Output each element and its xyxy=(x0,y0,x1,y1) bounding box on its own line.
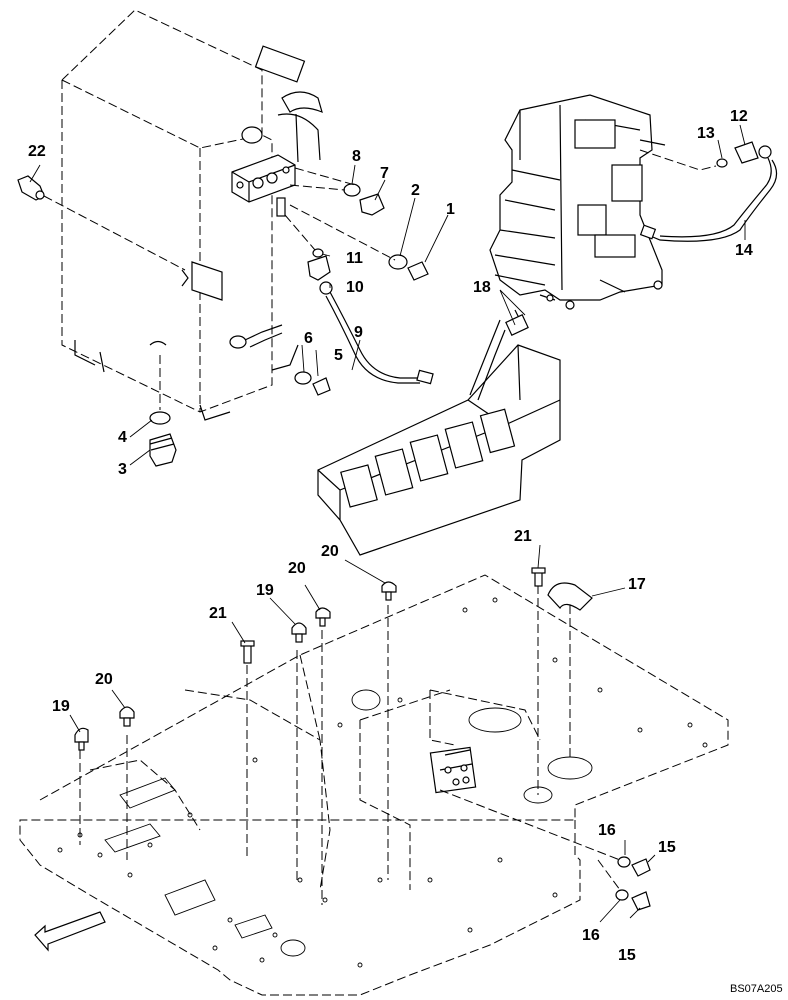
label-part-10: 10 xyxy=(346,279,364,296)
fasteners xyxy=(74,567,651,911)
label-part-15-upper: 15 xyxy=(658,839,676,856)
label-part-22: 22 xyxy=(28,143,46,160)
label-part-19-left: 19 xyxy=(52,698,70,715)
label-part-14: 14 xyxy=(735,242,753,259)
fitting-22 xyxy=(17,175,45,201)
label-part-3: 3 xyxy=(118,461,127,478)
hose-assembly-14 xyxy=(639,141,778,242)
manifold-block xyxy=(231,154,296,203)
label-part-20-left: 20 xyxy=(95,671,113,688)
label-part-16-upper: 16 xyxy=(598,822,616,839)
label-part-15-lower: 15 xyxy=(618,947,636,964)
label-part-2: 2 xyxy=(411,182,420,199)
hydraulic-tank xyxy=(61,9,323,421)
label-part-5: 5 xyxy=(334,347,343,364)
label-part-12: 12 xyxy=(730,108,748,125)
label-part-16-lower: 16 xyxy=(582,927,600,944)
label-part-21-left: 21 xyxy=(209,605,227,622)
label-part-9: 9 xyxy=(354,324,363,341)
label-part-6: 6 xyxy=(304,330,313,347)
floor-plate xyxy=(19,574,729,996)
label-part-19-right: 19 xyxy=(256,582,274,599)
label-part-21-right: 21 xyxy=(514,528,532,545)
label-part-13: 13 xyxy=(697,125,715,142)
label-part-4: 4 xyxy=(118,429,127,446)
label-part-17: 17 xyxy=(628,576,646,593)
label-part-8: 8 xyxy=(352,148,361,165)
label-part-20-right: 20 xyxy=(321,543,339,560)
leader-lines xyxy=(29,124,746,923)
control-valve xyxy=(489,94,666,310)
part-number-labels: 1 2 3 4 5 6 7 8 9 10 11 12 13 14 15 15 1… xyxy=(28,108,783,995)
drawing-code: BS07A205 xyxy=(730,983,783,995)
label-part-7: 7 xyxy=(380,165,389,182)
label-part-11: 11 xyxy=(346,250,363,267)
label-part-1: 1 xyxy=(446,201,455,218)
label-part-20-middle: 20 xyxy=(288,560,306,577)
arrow-front-icon xyxy=(34,911,106,952)
upper-frame xyxy=(317,309,561,556)
label-part-18: 18 xyxy=(473,279,491,296)
fittings-tank xyxy=(149,183,434,467)
